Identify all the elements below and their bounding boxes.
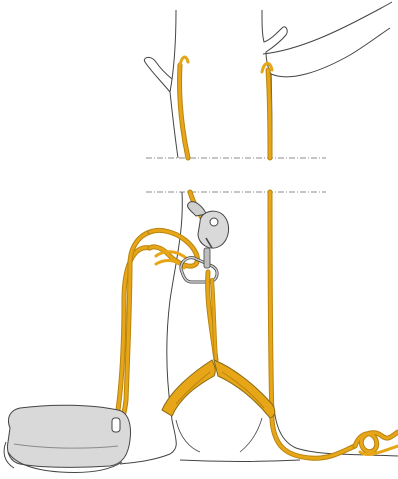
rope-bag-icon — [4, 405, 130, 472]
rope-over-crotch — [180, 57, 272, 72]
rope-strands-upper — [179, 65, 270, 158]
rope-left-upper — [179, 65, 188, 158]
broken-branch-left — [144, 57, 172, 92]
rope-crotch-left — [180, 57, 188, 65]
saddle-bridge-icon — [162, 360, 275, 418]
anchor-knot — [150, 230, 197, 268]
lanyard-lines — [176, 418, 262, 452]
figure-eight-knot-icon — [355, 432, 398, 454]
device-handle — [188, 202, 206, 216]
ground-line — [180, 460, 300, 462]
belay-device-icon — [188, 202, 229, 248]
lanyard-right — [240, 418, 262, 452]
lanyard-left — [176, 420, 200, 452]
device-pivot — [210, 218, 218, 226]
trunk-left-edge-upper — [170, 10, 176, 92]
device-body — [198, 211, 229, 248]
break-lines — [146, 158, 326, 192]
saddle-bridge-ropes — [208, 272, 216, 360]
rope-right-lower-path — [270, 192, 355, 458]
bag-body — [8, 405, 131, 467]
main-branch-lower-edge — [271, 28, 390, 77]
trunk-left-edge-mid — [170, 92, 178, 158]
rope-tail-to-bag-shadow — [117, 248, 151, 430]
rope-right-lower-shadow — [270, 192, 355, 458]
rope-left-lower — [117, 232, 151, 430]
carabiner-connector — [204, 248, 210, 268]
rope-right-lower — [270, 192, 355, 458]
trunk-right-edge-lower — [271, 192, 398, 456]
saddle-left-strap — [162, 360, 215, 416]
bag-grommet — [112, 418, 120, 432]
